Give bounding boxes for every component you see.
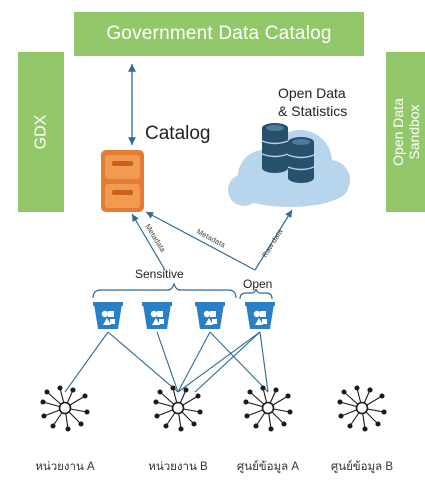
network-hub-icon xyxy=(337,385,387,432)
raw-data-arrow xyxy=(254,209,293,271)
network-hub-icon xyxy=(40,385,90,432)
cloud-database-icon xyxy=(228,123,350,207)
open-data-line2: & Statistics xyxy=(278,103,348,119)
catalog-label: Catalog xyxy=(145,123,211,144)
catalog-banner: Government Data Catalog xyxy=(74,12,364,56)
gdx-sidebar: GDX xyxy=(18,52,64,212)
sensitive-bracket xyxy=(92,282,237,299)
sandbox-sidebar: Open Data Sandbox xyxy=(386,52,425,212)
source-label: ศูนย์ข้อมูล B xyxy=(330,461,394,473)
metadata-arrow-2 xyxy=(145,211,256,271)
open-data-label: Open Data & Statistics xyxy=(278,84,347,120)
network-hub-icon xyxy=(243,385,293,432)
raw-data-text: Raw data xyxy=(260,227,285,259)
source-label: ศูนย์ข้อมูล A xyxy=(236,461,300,473)
catalog-cabinet-icon xyxy=(101,150,144,212)
source-label: หน่วยงาน A xyxy=(35,461,95,473)
banner-title: Government Data Catalog xyxy=(106,23,332,44)
open-group-label: Open xyxy=(243,277,273,291)
sensitive-group-label: Sensitive xyxy=(135,267,184,281)
open-bracket xyxy=(239,288,273,300)
open-data-line1: Open Data xyxy=(278,85,346,101)
metadata-arrow-1 xyxy=(131,213,166,271)
source-label: หน่วยงาน B xyxy=(148,461,208,473)
bucket-icon xyxy=(195,302,225,329)
bucket-icon xyxy=(245,302,275,329)
bucket-icon xyxy=(142,302,172,329)
bucket-icon xyxy=(93,302,123,329)
network-hub-icon xyxy=(153,385,203,432)
